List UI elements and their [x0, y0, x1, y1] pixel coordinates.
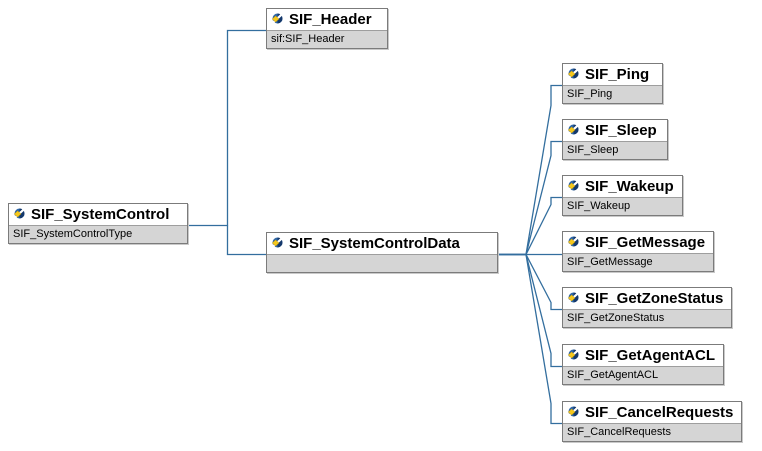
element-icon [13, 206, 26, 223]
node-title-row: SIF_Header [267, 9, 387, 30]
element-icon [567, 290, 580, 307]
node-sif-getzonestatus[interactable]: SIF_GetZoneStatus SIF_GetZoneStatus [562, 287, 733, 328]
element-icon [271, 235, 284, 252]
node-subtitle: SIF_Wakeup [563, 197, 682, 215]
node-title-row: SIF_Wakeup [563, 176, 682, 197]
node-title: SIF_Ping [585, 66, 650, 83]
element-icon [567, 404, 580, 421]
node-title-row: SIF_Sleep [563, 120, 667, 141]
node-sif-wakeup[interactable]: SIF_Wakeup SIF_Wakeup [562, 175, 683, 216]
element-icon [271, 11, 284, 28]
node-subtitle: SIF_SystemControlType [9, 225, 187, 243]
node-title: SIF_SystemControlData [289, 235, 460, 252]
node-sif-header[interactable]: SIF_Header sif:SIF_Header [266, 8, 388, 49]
element-icon [567, 178, 580, 195]
node-title: SIF_GetZoneStatus [585, 290, 724, 307]
node-subtitle: SIF_GetAgentACL [563, 366, 724, 384]
node-title: SIF_SystemControl [31, 206, 170, 223]
node-sif-getmessage[interactable]: SIF_GetMessage SIF_GetMessage [562, 231, 715, 272]
element-icon [567, 66, 580, 83]
node-subtitle: SIF_Sleep [563, 141, 667, 159]
node-title-row: SIF_GetAgentACL [563, 345, 723, 366]
node-title: SIF_Header [289, 11, 372, 28]
node-title: SIF_CancelRequests [585, 404, 734, 421]
node-subtitle: SIF_GetZoneStatus [563, 309, 732, 327]
node-title-row: SIF_SystemControl [9, 204, 187, 225]
node-title-row: SIF_SystemControlData [267, 233, 497, 254]
element-icon [567, 347, 580, 364]
element-icon [567, 122, 580, 139]
node-sif-systemcontroldata[interactable]: SIF_SystemControlData [266, 232, 498, 273]
node-title: SIF_Wakeup [585, 178, 674, 195]
node-title-row: SIF_GetMessage [563, 232, 713, 253]
node-title: SIF_Sleep [585, 122, 657, 139]
node-sif-sleep[interactable]: SIF_Sleep SIF_Sleep [562, 119, 668, 160]
node-subtitle: SIF_Ping [563, 85, 662, 103]
node-title: SIF_GetMessage [585, 234, 706, 251]
node-sif-systemcontrol[interactable]: SIF_SystemControl SIF_SystemControlType [8, 203, 188, 244]
element-icon [567, 234, 580, 251]
node-sif-cancelrequests[interactable]: SIF_CancelRequests SIF_CancelRequests [562, 401, 743, 442]
node-title-row: SIF_Ping [563, 64, 662, 85]
node-title: SIF_GetAgentACL [585, 347, 716, 364]
node-subtitle: SIF_CancelRequests [563, 423, 742, 441]
node-subtitle [267, 254, 497, 272]
node-title-row: SIF_CancelRequests [563, 402, 741, 423]
node-subtitle: sif:SIF_Header [267, 30, 387, 48]
node-sif-ping[interactable]: SIF_Ping SIF_Ping [562, 63, 663, 104]
node-subtitle: SIF_GetMessage [563, 253, 714, 271]
node-sif-getagentacl[interactable]: SIF_GetAgentACL SIF_GetAgentACL [562, 344, 725, 385]
node-title-row: SIF_GetZoneStatus [563, 288, 731, 309]
